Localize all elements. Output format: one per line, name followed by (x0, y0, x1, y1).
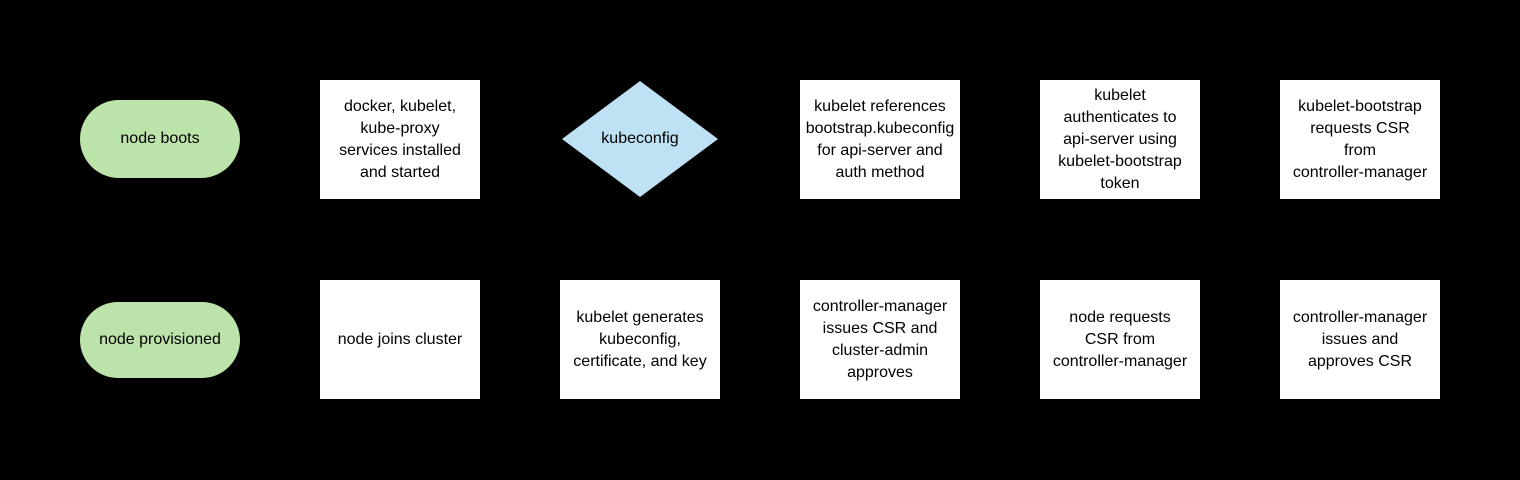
process-services-installed: docker, kubelet, kube-proxy services ins… (320, 80, 480, 199)
process-controller-manager-issues-csr-cluster-admin-approves: controller-manager issues CSR and cluste… (800, 280, 960, 399)
process-kubelet-authenticates: kubelet authenticates to api-server usin… (1040, 80, 1200, 199)
node-label: node requests CSR from controller-manage… (1052, 308, 1188, 370)
node-label: node joins cluster (337, 330, 463, 348)
node-label: kubelet authenticates to api-server usin… (1058, 86, 1182, 192)
diamond-shape (562, 81, 718, 197)
node-label: kubelet references bootstrap.kubeconfig … (805, 97, 955, 181)
process-kubelet-bootstrap-requests-csr: kubelet-bootstrap requests CSR from cont… (1280, 80, 1440, 199)
node-label: kubelet generates kubeconfig, certificat… (573, 308, 707, 370)
node-label: docker, kubelet, kube-proxy services ins… (339, 97, 461, 181)
decision-kubeconfig: kubeconfig (560, 80, 720, 198)
process-kubelet-generates-kubeconfig: kubelet generates kubeconfig, certificat… (560, 280, 720, 399)
node-label: node boots (120, 130, 200, 147)
node-label: kubelet-bootstrap requests CSR from cont… (1292, 97, 1428, 181)
node-label: node provisioned (99, 331, 221, 348)
node-label: kubeconfig (601, 130, 679, 147)
node-label: controller-manager issues and approves C… (1292, 308, 1428, 370)
node-label: controller-manager issues CSR and cluste… (812, 297, 948, 381)
process-kubelet-references-bootstrap-kubeconfig: kubelet references bootstrap.kubeconfig … (800, 80, 960, 199)
process-node-requests-csr: node requests CSR from controller-manage… (1040, 280, 1200, 399)
process-controller-manager-issues-approves-csr: controller-manager issues and approves C… (1280, 280, 1440, 399)
terminal-node-boots: node boots (80, 100, 240, 178)
process-node-joins-cluster: node joins cluster (320, 280, 480, 399)
terminal-node-provisioned: node provisioned (80, 302, 240, 378)
